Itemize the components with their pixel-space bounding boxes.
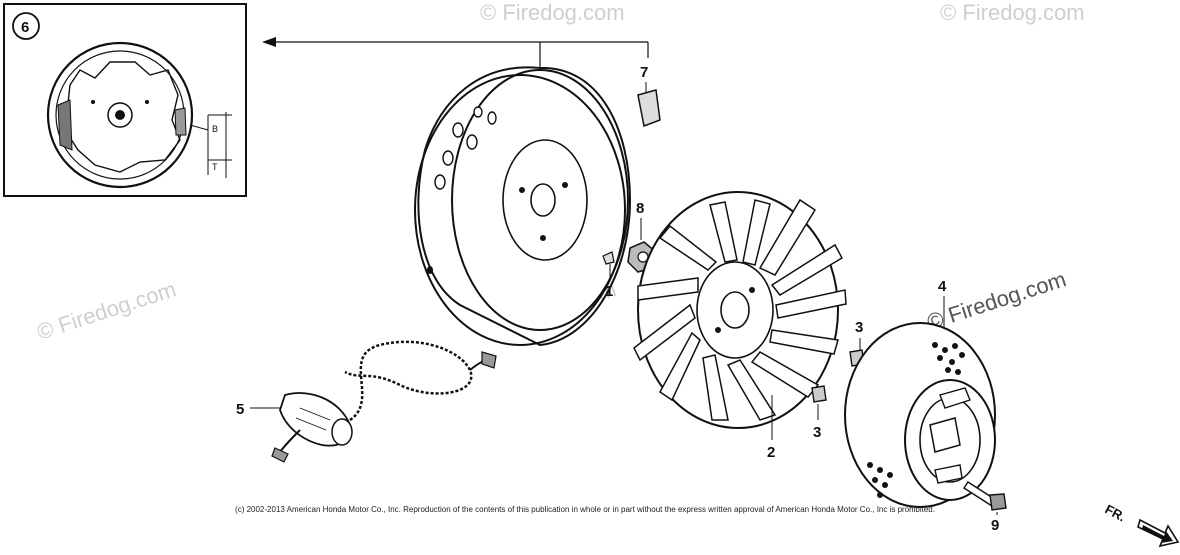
part-number-3: 3 (855, 319, 863, 336)
copyright-notice: (c) 2002-2013 American Honda Motor Co., … (235, 505, 935, 514)
watermark: © Firedog.com (940, 0, 1085, 25)
part-number-2: 2 (767, 444, 775, 461)
part-number-5: 5 (236, 401, 244, 418)
part-2-cooling-fan: 2 (633, 191, 847, 461)
watermark: © Firedog.com (480, 0, 625, 25)
svg-text:T: T (212, 162, 218, 172)
part-number-6: 6 (21, 19, 29, 36)
svg-text:B: B (212, 124, 218, 134)
part-number-1: 1 (605, 283, 613, 300)
part-number-9: 9 (991, 517, 999, 534)
watermark: © Firedog.com (924, 266, 1069, 334)
flywheel (414, 66, 632, 347)
part-number-3: 3 (813, 424, 821, 441)
leader-arrow-to-inset (262, 37, 649, 68)
part-number-8: 8 (636, 200, 644, 217)
part-number-7: 7 (640, 64, 648, 81)
part-5-starter-grip-rope: 5 (236, 340, 497, 463)
part-7-woodruff-key: 7 (637, 64, 661, 128)
front-direction-indicator: FR. (1103, 501, 1180, 548)
part-number-4: 4 (938, 278, 947, 295)
part-9-bolt: 9 (963, 481, 1007, 534)
part-3-collar-lower: 3 (811, 385, 827, 441)
part-4-starter-pulley: 4 (844, 278, 996, 508)
part-1-washer: 1 (602, 251, 615, 300)
inset-flywheel-back-view: 6 B T (3, 3, 247, 197)
watermark: © Firedog.com (34, 276, 179, 344)
fr-label: FR. (1103, 501, 1129, 524)
